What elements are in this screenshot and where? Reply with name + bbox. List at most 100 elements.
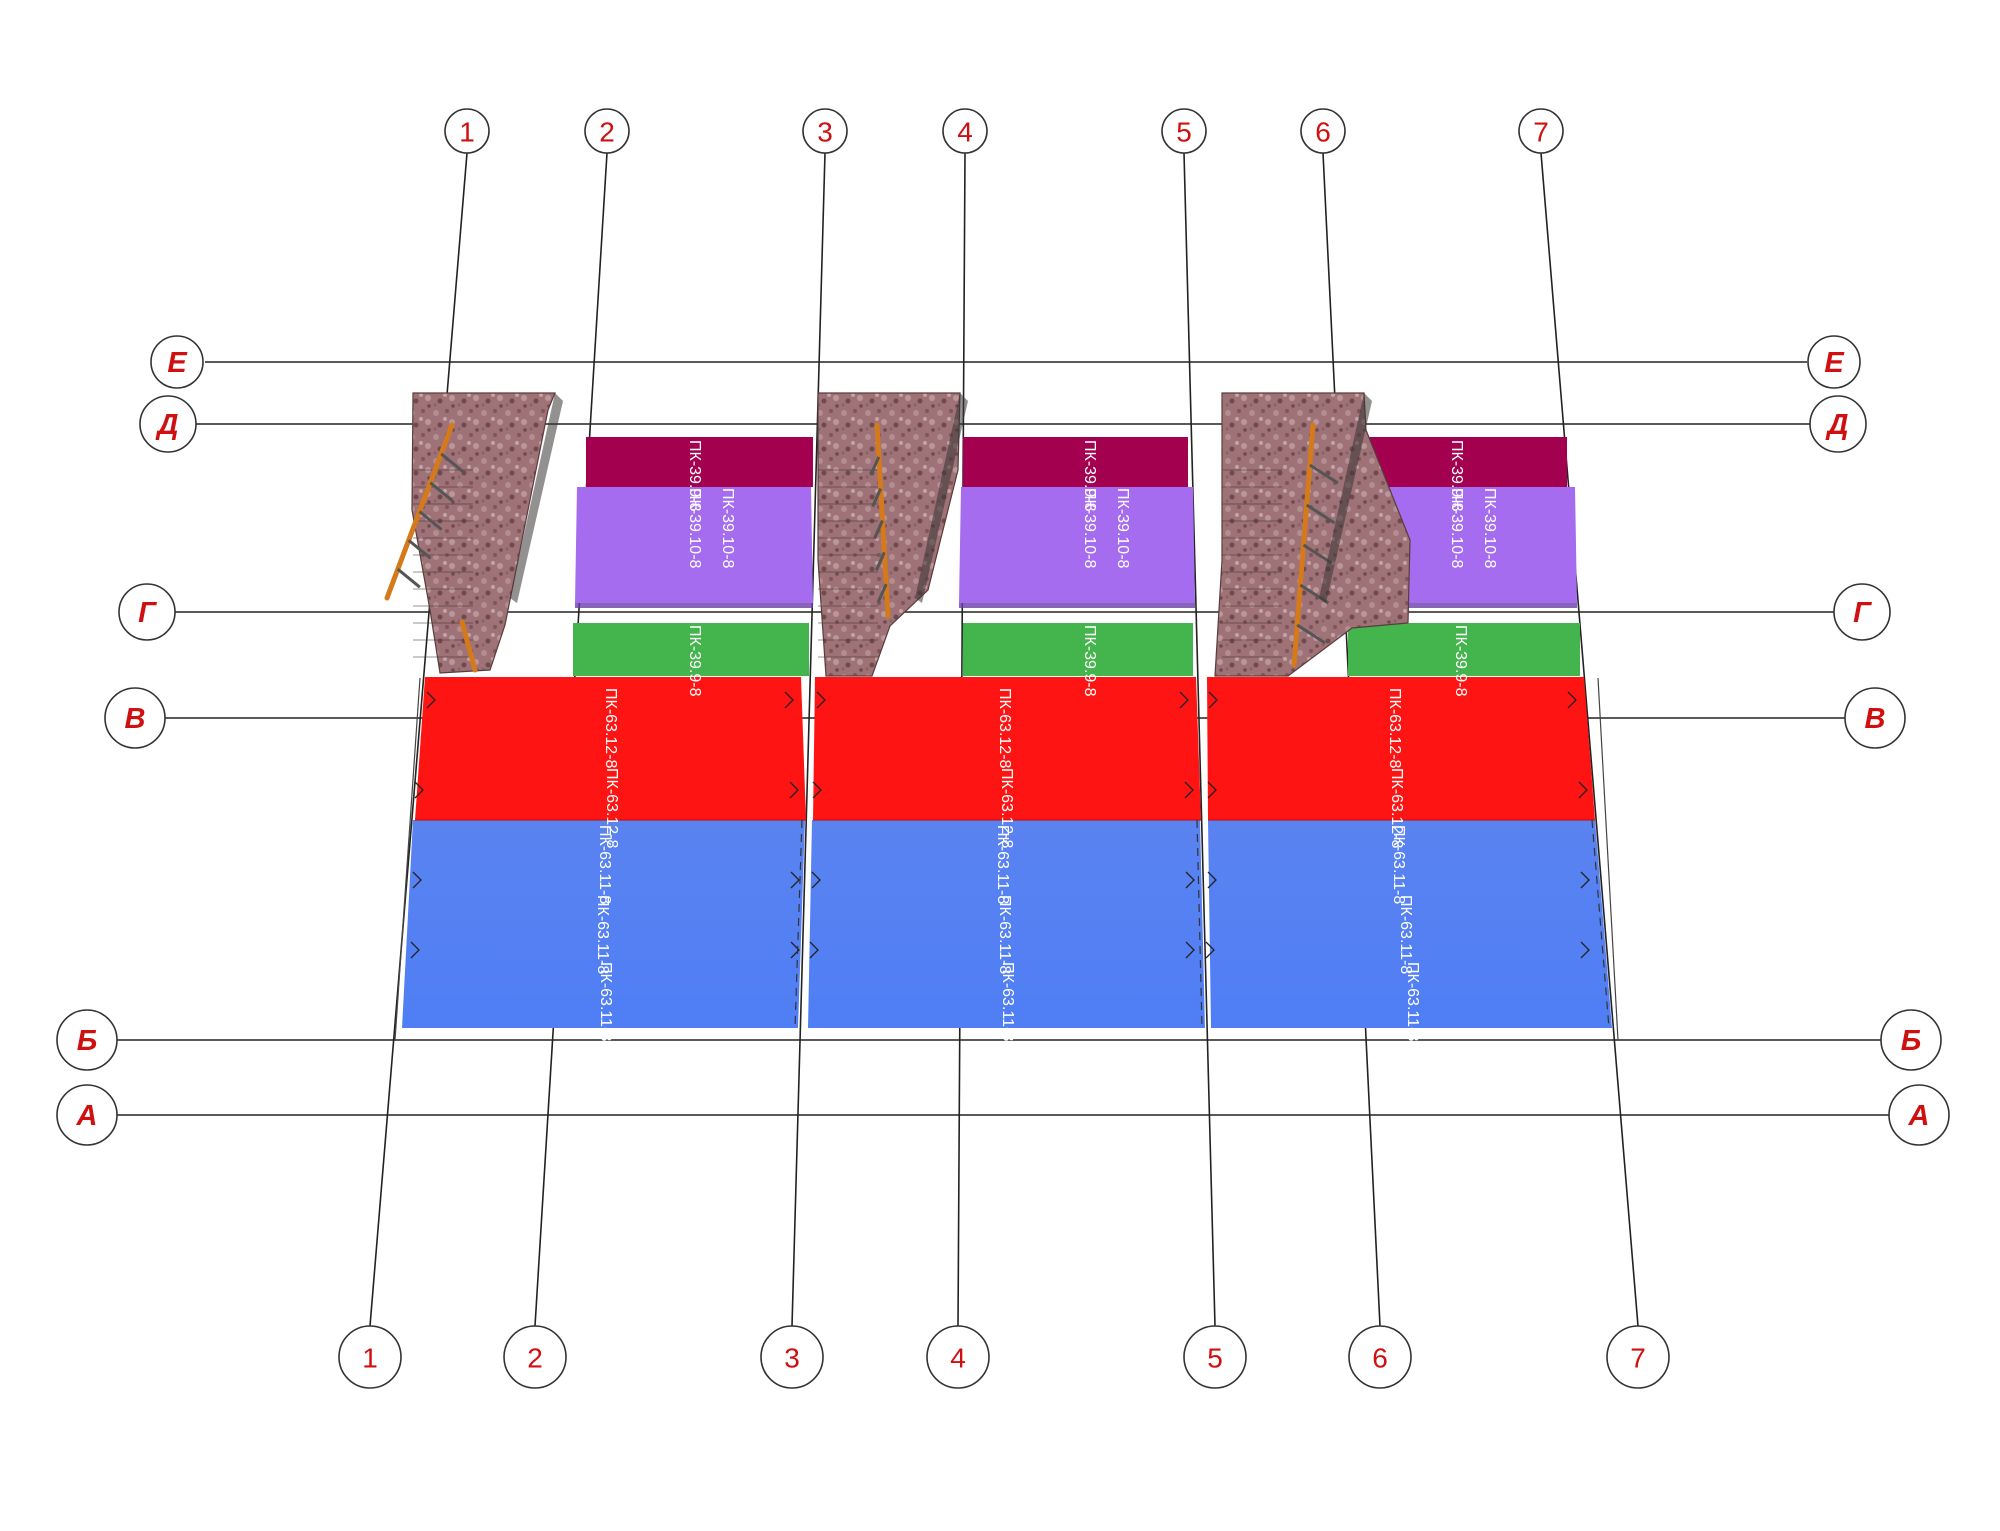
slab-bearing-tick bbox=[1207, 781, 1217, 799]
maroon-slab-label: ПК-39.9-8 bbox=[1081, 440, 1098, 512]
slab-bearing-tick bbox=[1580, 871, 1590, 889]
stair-block-2 bbox=[817, 392, 961, 677]
column-axis-bottom-6: 6 bbox=[1348, 1325, 1412, 1389]
column-axis-top-7-label: 7 bbox=[1533, 117, 1549, 148]
row-axis-left-1-circle bbox=[150, 335, 204, 389]
blue-slab-label: ПК-63.11-8 bbox=[1397, 895, 1414, 974]
column-axis-top-5-circle bbox=[1161, 108, 1207, 154]
red-slab-bay-2 bbox=[813, 677, 1201, 820]
maroon-slab-bay-3 bbox=[1366, 437, 1567, 487]
row-axis-left-4: В bbox=[104, 687, 166, 749]
column-axis-top-3-circle bbox=[802, 108, 848, 154]
slab-bearing-tick bbox=[789, 781, 799, 799]
stair-baluster bbox=[871, 488, 883, 508]
stair-baluster bbox=[1305, 503, 1336, 525]
slab-bearing-tick bbox=[809, 941, 819, 959]
violet-slab-edge bbox=[1364, 603, 1577, 608]
column-axis-bottom-2-label: 2 bbox=[527, 1343, 543, 1374]
row-axis-right-2: Д bbox=[1809, 395, 1867, 453]
frame-edge-line bbox=[1597, 677, 1619, 1041]
column-axis-bottom-5-circle bbox=[1183, 1325, 1247, 1389]
column-axis-bottom-2: 2 bbox=[503, 1325, 567, 1389]
violet-slab-bay-3 bbox=[1364, 487, 1577, 603]
staircases bbox=[384, 392, 1411, 677]
slab-edge-guide bbox=[1196, 819, 1203, 1029]
column-axis-top-4: 4 bbox=[942, 108, 988, 154]
maroon-slab-bay-1 bbox=[586, 437, 813, 487]
slab-bearing-tick bbox=[1185, 871, 1195, 889]
blue-slab-bay-2 bbox=[808, 820, 1205, 1028]
violet-slab-edge bbox=[575, 603, 813, 608]
violet-slab-label: ПК-39.10-8 bbox=[1081, 488, 1098, 569]
column-axis-bottom-5: 5 bbox=[1183, 1325, 1247, 1389]
row-axis-right-6: А bbox=[1888, 1084, 1950, 1146]
red-slab-label: ПК-63.12-8 bbox=[998, 768, 1015, 849]
slab-edge-guide bbox=[1591, 819, 1610, 1029]
floor-slabs bbox=[394, 437, 1619, 1041]
slab-bearing-tick bbox=[1580, 941, 1590, 959]
blue-slab-bay-3 bbox=[1208, 820, 1612, 1028]
slab-bearing-tick bbox=[811, 871, 821, 889]
row-axis-right-3-label: Г bbox=[1853, 597, 1872, 629]
red-slab-label: ПК-63.12-8 bbox=[603, 768, 620, 849]
slab-bearing-tick bbox=[1208, 691, 1218, 709]
row-axis-left-5: Б bbox=[56, 1009, 118, 1071]
row-axis-right-5: Б bbox=[1880, 1009, 1942, 1071]
stair-side-face bbox=[510, 393, 563, 603]
column-axis-bottom-4: 4 bbox=[926, 1325, 990, 1389]
maroon-slab-label: ПК-39.9-8 bbox=[686, 440, 703, 512]
column-axis-bottom-1-label: 1 bbox=[362, 1343, 378, 1374]
column-axis-bottom-5-label: 5 bbox=[1207, 1343, 1223, 1374]
violet-slab-label: ПК-39.10-8 bbox=[1114, 488, 1131, 569]
green-slab-bay-1 bbox=[573, 623, 809, 676]
column-axis-bottom-6-label: 6 bbox=[1372, 1343, 1388, 1374]
slab-bearing-tick bbox=[790, 871, 800, 889]
row-axis-left-4-label: В bbox=[125, 703, 146, 735]
column-axis-top-4-label: 4 bbox=[957, 117, 973, 148]
stair-side-face bbox=[1319, 393, 1372, 603]
column-axis-bottom-1: 1 bbox=[338, 1325, 402, 1389]
slab-bearing-tick bbox=[816, 691, 826, 709]
stair-baluster bbox=[407, 539, 432, 560]
row-axis-left-4-circle bbox=[104, 687, 166, 749]
row-axis-right-5-circle bbox=[1880, 1009, 1942, 1071]
column-axis-top-1: 1 bbox=[444, 108, 490, 154]
green-slab-label: ПК-39.9-8 bbox=[686, 625, 703, 697]
red-slab-label: ПК-63.12-8 bbox=[1388, 768, 1405, 849]
column-axis-top-1-label: 1 bbox=[459, 117, 475, 148]
row-axis-left-5-circle bbox=[56, 1009, 118, 1071]
violet-slab-bay-1 bbox=[575, 487, 813, 603]
column-axis-line bbox=[1540, 152, 1639, 1327]
slab-bearing-tick bbox=[1567, 691, 1577, 709]
column-axis-bottom-4-circle bbox=[926, 1325, 990, 1389]
slab-bearing-tick bbox=[1179, 691, 1189, 709]
row-axis-right-4: В bbox=[1844, 687, 1906, 749]
red-slab-bay-1 bbox=[415, 677, 806, 820]
stair-side-face bbox=[915, 393, 968, 603]
row-axis-left-6-label: А bbox=[76, 1100, 98, 1132]
green-slab-label: ПК-39.9-8 bbox=[1452, 625, 1469, 697]
column-axis-bottom-7-circle bbox=[1606, 1325, 1670, 1389]
column-axis-top-2-label: 2 bbox=[599, 117, 615, 148]
maroon-slab-bay-2 bbox=[963, 437, 1188, 487]
column-axis-bottom-7-label: 7 bbox=[1630, 1343, 1646, 1374]
stair-baluster bbox=[876, 583, 888, 603]
column-axis-top-5: 5 bbox=[1161, 108, 1207, 154]
row-axis-left-3-label: Г bbox=[138, 597, 157, 629]
violet-slab-label: ПК-39.10-8 bbox=[1448, 488, 1465, 569]
stair-baluster bbox=[396, 568, 421, 589]
stair-baluster bbox=[873, 519, 884, 540]
column-axis-bottom-3-label: 3 bbox=[784, 1343, 800, 1374]
column-axis-top-6: 6 bbox=[1300, 108, 1346, 154]
column-axis-top-6-circle bbox=[1300, 108, 1346, 154]
stair-block-1 bbox=[411, 392, 556, 674]
red-slab-label: ПК-63.12-8 bbox=[996, 688, 1013, 769]
blue-slab-label: ПК-63.11-8 bbox=[994, 825, 1011, 904]
violet-slab-label: ПК-39.10-8 bbox=[719, 488, 736, 569]
slab-bearing-tick bbox=[410, 941, 420, 959]
row-axis-right-6-label: А bbox=[1908, 1100, 1930, 1132]
red-slab-bay-3 bbox=[1207, 677, 1595, 820]
slab-bearing-tick bbox=[1185, 941, 1195, 959]
blue-slab-bay-1 bbox=[402, 820, 805, 1028]
